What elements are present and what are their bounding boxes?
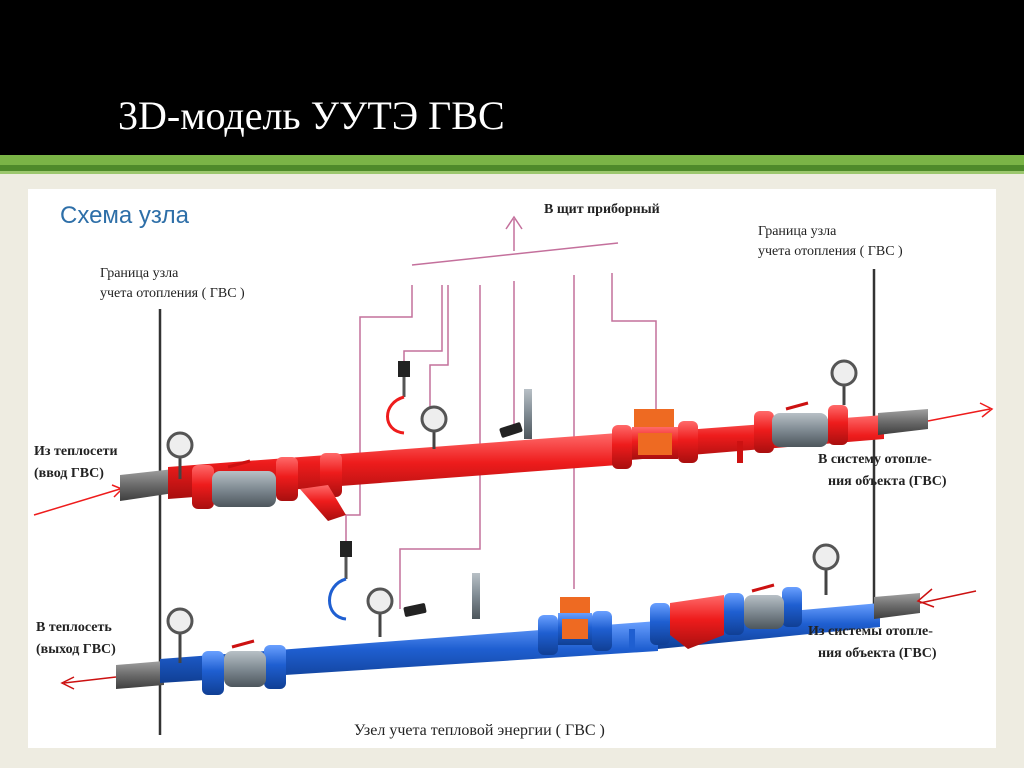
return-pressure-gauge-left <box>166 607 194 663</box>
supply-pipeline <box>33 401 994 521</box>
return-in-line2: ния объекта (ГВС) <box>818 646 937 661</box>
scheme-title: Схема узла <box>60 202 190 229</box>
supply-in-line1: Из теплосети <box>34 444 118 459</box>
return-pressure-transducer <box>328 541 352 621</box>
heating-unit-diagram: Схема узла В щит приборный Граница узла … <box>33 202 994 739</box>
return-out-line1: В теплосеть <box>36 620 112 635</box>
supply-out-line2: ния объекта (ГВС) <box>828 474 947 489</box>
supply-pressure-gauge-right <box>830 359 858 405</box>
supply-in-line2: (ввод ГВС) <box>34 466 104 481</box>
accent-stripe <box>0 155 1024 165</box>
boundary-left-line1: Граница узла <box>100 266 179 281</box>
panel-arrow <box>411 215 619 266</box>
supply-out-line1: В систему отопле- <box>818 452 932 467</box>
return-pressure-gauge-right <box>812 543 840 595</box>
slide-title: 3D-модель УУТЭ ГВС <box>118 93 505 138</box>
diagram-frame: Схема узла В щит приборный Граница узла … <box>28 189 996 748</box>
return-in-line1: Из системы отопле- <box>808 624 933 639</box>
supply-pressure-gauge-left <box>166 431 194 479</box>
accent-stripe-dark <box>0 165 1024 171</box>
return-pipeline <box>60 583 977 695</box>
boundary-left-line2: учета отопления ( ГВС ) <box>100 286 245 301</box>
accent-stripe-light <box>0 171 1024 174</box>
return-temperature-sensor <box>403 573 480 619</box>
return-pressure-gauge-mid <box>366 587 394 637</box>
diagram-caption: Узел учета тепловой энергии ( ГВС ) <box>354 722 605 739</box>
supply-pressure-transducer <box>386 361 410 435</box>
boundary-right-line1: Граница узла <box>758 224 837 239</box>
title-bar <box>0 0 1024 155</box>
supply-pressure-gauge-mid <box>420 405 448 449</box>
supply-temperature-sensor <box>499 389 532 439</box>
return-out-line2: (выход ГВС) <box>36 642 116 657</box>
boundary-right-line2: учета отопления ( ГВС ) <box>758 244 903 259</box>
panel-label: В щит приборный <box>544 202 660 217</box>
